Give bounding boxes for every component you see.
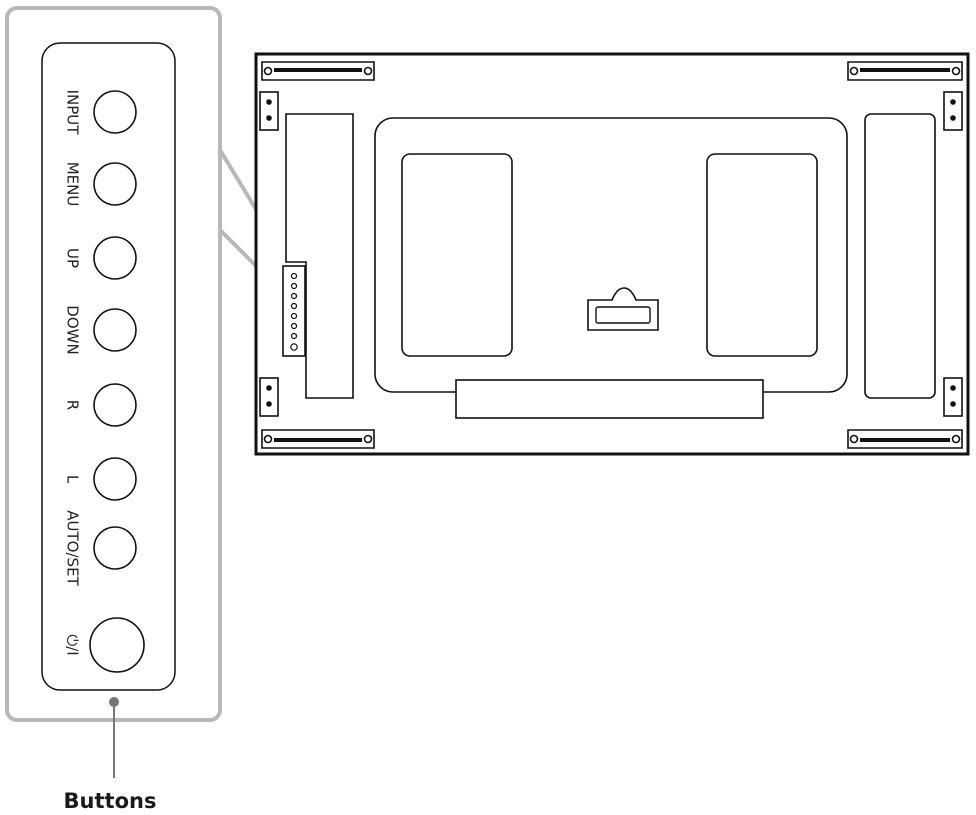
carry-handle (587, 287, 659, 331)
monitor-rear (254, 52, 970, 456)
input-button-label: INPUT (64, 90, 82, 136)
left-side-panel (285, 113, 354, 399)
menu-button[interactable] (93, 162, 137, 206)
up-button[interactable] (93, 236, 137, 280)
power-button[interactable] (89, 617, 145, 673)
right-button-label: R (64, 400, 82, 410)
buttons-group: INPUT MENU UP DOWN R L AUTO/SET ⏻/I (64, 90, 145, 673)
left-button-label: L (64, 475, 82, 484)
corner-bracket-top-left (259, 61, 375, 131)
right-button[interactable] (93, 383, 137, 427)
down-button[interactable] (93, 308, 137, 352)
auto-set-button-label: AUTO/SET (64, 510, 82, 586)
button-strip (41, 42, 176, 691)
left-button[interactable] (93, 457, 137, 501)
input-button[interactable] (93, 90, 137, 134)
center-right-window (706, 153, 818, 357)
menu-button-label: MENU (64, 162, 82, 207)
power-button-label: ⏻/I (64, 634, 82, 655)
side-button-module (282, 265, 306, 357)
corner-bracket-top-right (847, 61, 963, 131)
side-button-dots (290, 272, 298, 351)
corner-bracket-bottom-left (259, 377, 375, 449)
down-button-label: DOWN (64, 305, 82, 354)
right-side-panel (864, 113, 936, 399)
carry-handle-slot (595, 306, 651, 324)
bottom-bar (455, 379, 764, 419)
center-left-window (401, 153, 513, 357)
corner-bracket-bottom-right (847, 377, 963, 449)
auto-set-button[interactable] (93, 526, 137, 570)
up-button-label: UP (64, 248, 82, 268)
buttons-caption: Buttons (64, 789, 157, 813)
